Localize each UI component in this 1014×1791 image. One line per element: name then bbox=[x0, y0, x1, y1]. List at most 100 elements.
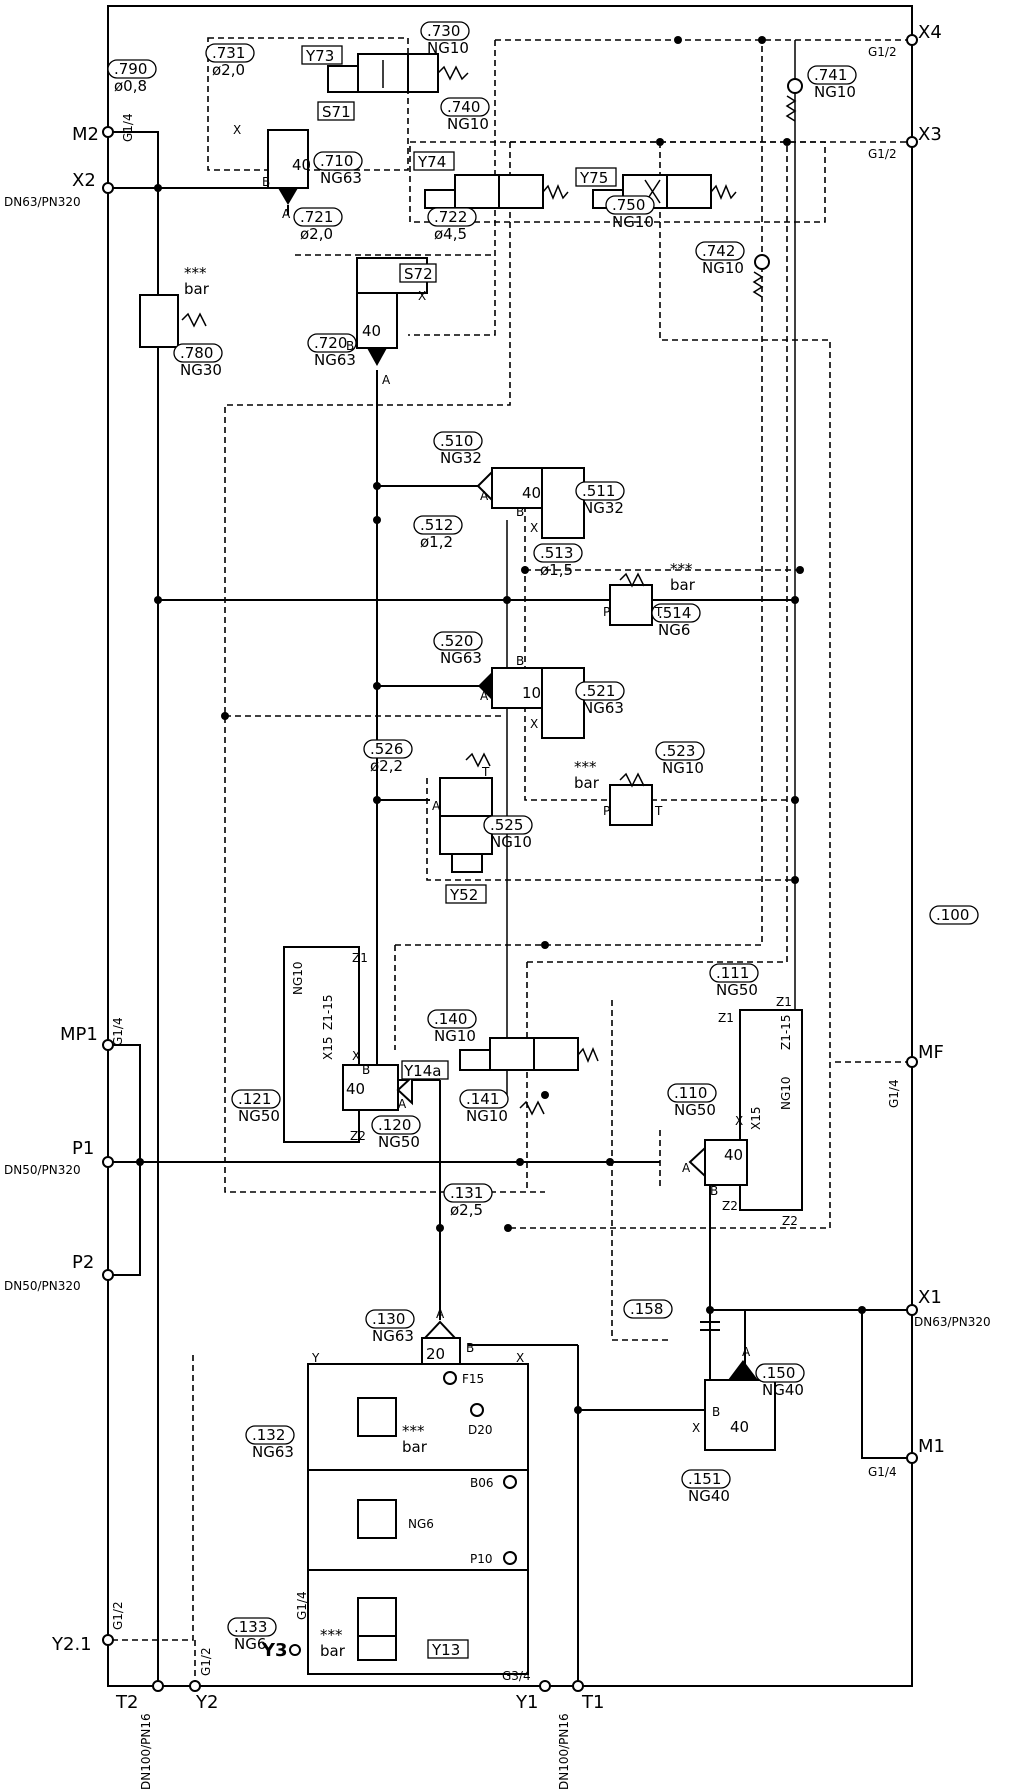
component-spec-text: NG63 bbox=[320, 169, 362, 187]
component-tag-text: .520 bbox=[440, 632, 473, 650]
relief-valve-514-symbol bbox=[609, 572, 653, 626]
pilot-b-110: B bbox=[710, 1184, 718, 1198]
component-spec-text: NG63 bbox=[314, 351, 356, 369]
component-spec-text: ø0,8 bbox=[114, 77, 147, 95]
component-tag-text: .513 bbox=[540, 544, 573, 562]
port-spec-m2: G1/4 bbox=[121, 113, 135, 142]
port-spec-t1: DN100/PN16 bbox=[557, 1713, 571, 1790]
pressure-setting-780: *** bbox=[184, 264, 207, 282]
port-label-m2: M2 bbox=[72, 124, 99, 145]
pilot-a-110: A bbox=[682, 1161, 691, 1175]
pilot-x-150: X bbox=[692, 1421, 700, 1435]
component-tag-text: .132 bbox=[252, 1426, 285, 1444]
port-spec-mp1: G1/4 bbox=[111, 1017, 125, 1046]
pilot-x-130: X bbox=[516, 1351, 524, 1365]
component-spec-text: NG10 bbox=[434, 1027, 476, 1045]
component-tag-text: .110 bbox=[674, 1084, 707, 1102]
pilot-t-523: T bbox=[654, 804, 663, 818]
component-tag-text: .722 bbox=[434, 208, 467, 226]
port-spec-m1: G1/4 bbox=[868, 1465, 897, 1479]
pilot-a-510: A bbox=[480, 489, 489, 503]
port-label-mf: MF bbox=[918, 1042, 944, 1063]
component-spec-text: NG63 bbox=[252, 1443, 294, 1461]
relief-valve-780-symbol bbox=[139, 294, 207, 348]
switch-s71: S71 bbox=[322, 103, 351, 121]
pilot-a-710: A bbox=[282, 207, 291, 221]
component-tag-text: .523 bbox=[662, 742, 695, 760]
pilot-b-520: B bbox=[516, 654, 524, 668]
module-132-symbol bbox=[307, 1363, 529, 1675]
component-spec-text: NG10 bbox=[427, 39, 469, 57]
pilot-b-130: B bbox=[466, 1341, 474, 1355]
component-tag-text: .730 bbox=[427, 22, 460, 40]
cartridge-150-symbol bbox=[704, 1360, 776, 1451]
pilot-y-130: Y bbox=[311, 1351, 320, 1365]
port-spec-x3: G1/2 bbox=[868, 147, 897, 161]
component-tag-text: .710 bbox=[320, 152, 353, 170]
cartridge-121-ng: NG10 bbox=[291, 961, 305, 995]
component-tag-text: .741 bbox=[814, 66, 847, 84]
cartridge-121-symbol bbox=[283, 946, 413, 1143]
pilot-b-150: B bbox=[712, 1405, 720, 1419]
cartridge-520-symbol bbox=[478, 667, 585, 739]
component-tags: .790ø0,8.731ø2,0.730NG10.741NG10.740NG10… bbox=[107, 21, 979, 1653]
pilot-z1-111: Z1 bbox=[776, 995, 792, 1009]
pilot-p-523: P bbox=[603, 804, 610, 818]
component-tag-text: .130 bbox=[372, 1310, 405, 1328]
pilot-a-130: A bbox=[436, 1307, 445, 1321]
component-spec-text: ø2,0 bbox=[212, 61, 245, 79]
cartridge-121-z: Z1-15 bbox=[321, 995, 335, 1030]
port-label-y21: Y2.1 bbox=[51, 1634, 92, 1655]
component-tag-text: .721 bbox=[300, 208, 333, 226]
component-spec-text: NG63 bbox=[440, 649, 482, 667]
component-spec-text: NG10 bbox=[447, 115, 489, 133]
port-label-m1: M1 bbox=[918, 1436, 945, 1457]
pilot-a-150: A bbox=[742, 1345, 751, 1359]
component-spec-text: NG10 bbox=[490, 833, 532, 851]
gauge-b06: B06 bbox=[470, 1476, 494, 1490]
port-spec-x4: G1/2 bbox=[868, 45, 897, 59]
component-tag-100: .100 bbox=[929, 905, 979, 925]
port-label-p1: P1 bbox=[72, 1138, 94, 1159]
spec-ng6-module: NG6 bbox=[408, 1517, 434, 1531]
component-tag-text: .512 bbox=[420, 516, 453, 534]
component-spec-text: NG40 bbox=[762, 1381, 804, 1399]
area-ratio-110: 40 bbox=[724, 1146, 743, 1164]
port-spec-x1: DN63/PN320 bbox=[914, 1315, 991, 1329]
component-spec-text: ø2,0 bbox=[300, 225, 333, 243]
component-spec-text: NG63 bbox=[372, 1327, 414, 1345]
pilot-x-121: X bbox=[352, 1049, 360, 1063]
pilot-z2-110: Z2 bbox=[722, 1199, 738, 1213]
component-spec-text: NG6 bbox=[234, 1635, 266, 1653]
port-label-x3: X3 bbox=[918, 124, 942, 145]
component-spec-text: NG32 bbox=[440, 449, 482, 467]
pilot-x-720: X bbox=[418, 289, 426, 303]
pilot-z1b-111: Z1 bbox=[718, 1011, 734, 1025]
pilot-x-710: X bbox=[233, 123, 241, 137]
component-spec-text: NG10 bbox=[612, 213, 654, 231]
pilot-t-525: T bbox=[481, 765, 490, 779]
solenoid-y74: Y74 bbox=[417, 153, 446, 171]
port-label-x4: X4 bbox=[918, 22, 942, 43]
component-spec-text: NG40 bbox=[688, 1487, 730, 1505]
gauge-p10: P10 bbox=[470, 1552, 493, 1566]
pressure-setting-132: *** bbox=[402, 1422, 425, 1440]
component-spec-text: ø1,2 bbox=[420, 533, 453, 551]
component-spec-text: NG10 bbox=[466, 1107, 508, 1125]
component-spec-text: NG10 bbox=[662, 759, 704, 777]
component-tag-text: .133 bbox=[234, 1618, 267, 1636]
orifice-158-symbol bbox=[700, 1321, 720, 1331]
component-spec-text: NG63 bbox=[582, 699, 624, 717]
solenoid-y75: Y75 bbox=[579, 169, 608, 187]
